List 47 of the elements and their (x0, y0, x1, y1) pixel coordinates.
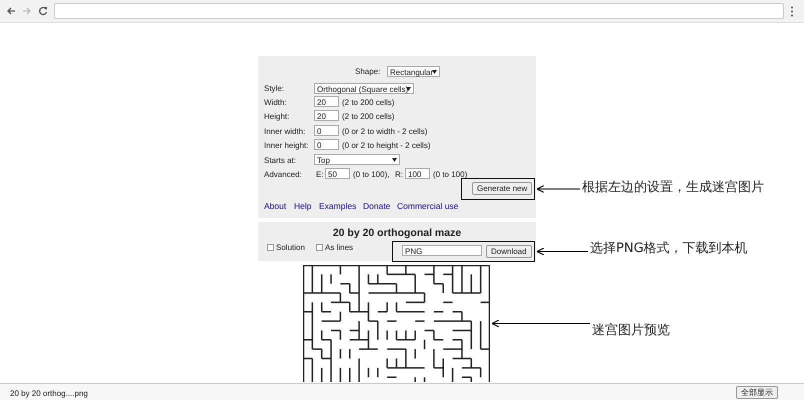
field-label: (2 to 200 cells) (342, 111, 394, 122)
highlight-box (392, 241, 535, 262)
field-label: R: (395, 169, 403, 180)
field-label: Inner width: (264, 126, 306, 137)
dropdown-select: Rectangular (387, 66, 440, 77)
downloaded-file-item: 20 by 20 orthog....png (10, 388, 88, 399)
field-label: Advanced: (264, 169, 302, 180)
field-label: (0 or 2 to width - 2 cells) (342, 126, 428, 137)
nav-link: Commercial use (397, 201, 458, 212)
action-button: Generate new (472, 182, 532, 195)
input-field: 100 (405, 168, 430, 179)
dropdown-select: Orthogonal (Square cells) (314, 83, 414, 94)
checkbox-option: As lines (325, 242, 354, 253)
show-all-button: 全部显示 (736, 386, 778, 399)
input-field: 50 (325, 168, 350, 179)
nav-link: Donate (363, 201, 390, 212)
input-field: 20 (314, 110, 339, 121)
action-button: Download (486, 245, 532, 258)
input-field: 20 (314, 96, 339, 107)
field-label: Style: (264, 83, 284, 94)
arrow (536, 247, 588, 256)
field-label: Height: (264, 111, 290, 122)
annotation-text: 根据左边的设置，生成迷宫图片 (582, 178, 764, 194)
arrow (491, 319, 590, 328)
highlight-box (461, 178, 535, 200)
input-field: 0 (314, 125, 339, 136)
field-label: Shape: (355, 66, 380, 77)
maze-heading: 20 by 20 orthogonal maze (332, 228, 462, 240)
nav-link: Help (294, 201, 312, 212)
checkbox-option: Solution (276, 242, 305, 253)
maze-drawing (303, 265, 490, 382)
annotation-text: 选择PNG格式，下载到本机 (590, 239, 748, 255)
dropdown-select: Top (314, 154, 400, 165)
field-label: (0 to 100), (353, 169, 390, 180)
annotation-text: 迷宫图片预览 (592, 321, 670, 337)
nav-link: Examples (319, 201, 356, 212)
field-label: E: (316, 169, 324, 180)
dropdown-select: PNG (402, 245, 482, 256)
input-field: 0 (314, 139, 339, 150)
field-label: (0 or 2 to height - 2 cells) (342, 140, 430, 151)
arrow (536, 184, 580, 194)
field-label: Width: (264, 97, 287, 108)
field-label: Inner height: (264, 140, 308, 151)
field-label: Starts at: (264, 155, 296, 166)
field-label: (0 to 100) (433, 169, 468, 180)
field-label: (2 to 200 cells) (342, 97, 394, 108)
nav-link: About (264, 201, 286, 212)
